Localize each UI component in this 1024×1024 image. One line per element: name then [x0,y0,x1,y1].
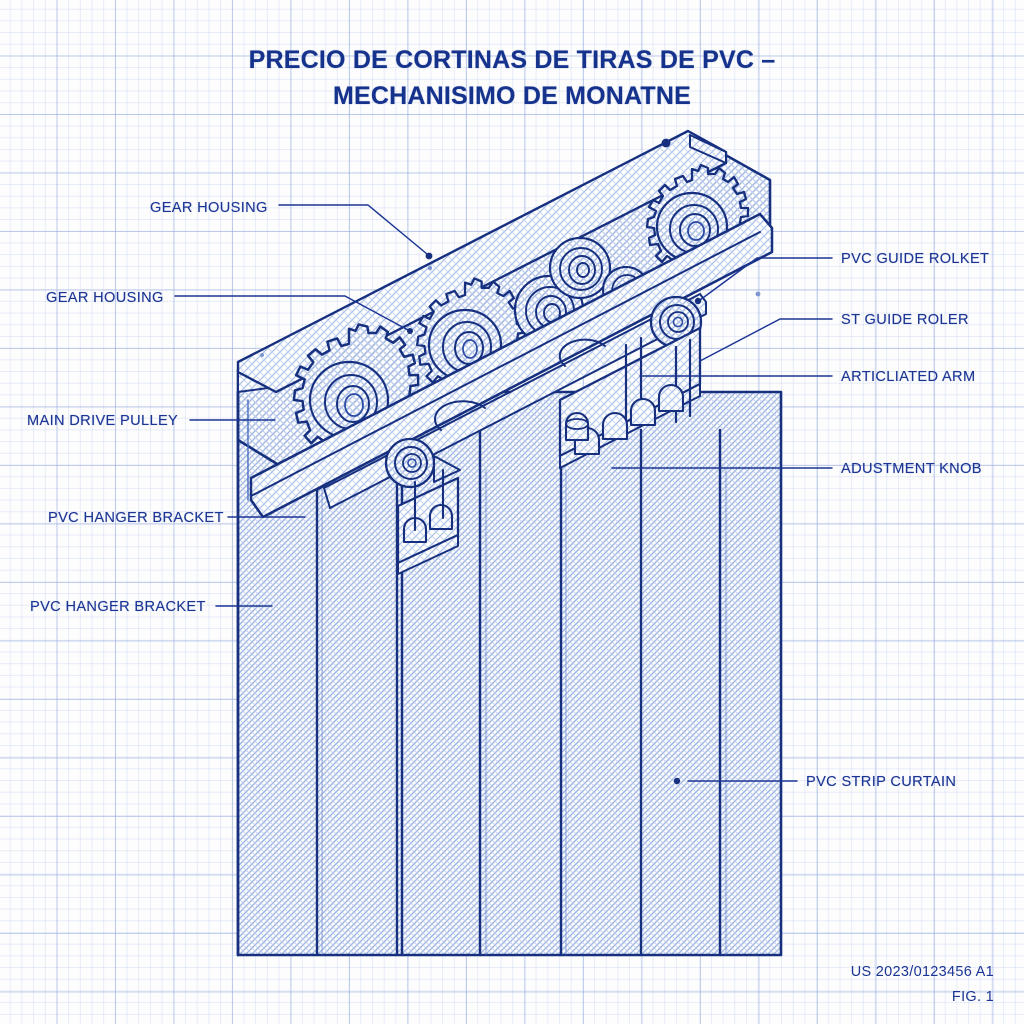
housing-left-edge [236,390,249,957]
label-gear-housing-second: GEAR HOUSING [46,290,164,306]
leader-lines [174,204,833,785]
adjustment-knob [564,412,590,442]
articulated-arm [558,326,702,469]
patent-number: US 2023/0123456 A1 [850,964,994,980]
main-drive-pulley [384,437,436,489]
label-pvc-hanger-bracket-upper: PVC HANGER BRACKET [48,510,224,526]
title-line-1: PRECIO DE CORTINAS DE TIRAS DE PVC – [248,46,776,74]
figure-number: FIG. 1 [951,989,994,1005]
label-pvc-hanger-bracket-lower: PVC HANGER BRACKET [30,599,206,615]
drawing-footer: US 2023/0123456 A1 FIG. 1 [851,960,994,1010]
label-articliated-arm: ARTICLIATED ARM [841,369,976,385]
label-pvc-strip-curtain: PVC STRIP CURTAIN [806,774,957,790]
title-line-2: MECHANISIMO DE MONATNE [332,82,692,110]
label-gear-housing-top: GEAR HOUSING [150,200,268,216]
label-st-guide-roler: ST GUIDE ROLER [841,312,969,328]
label-main-drive-pulley: MAIN DRIVE PULLEY [27,413,179,429]
page-title: PRECIO DE CORTINAS DE TIRAS DE PVC – MEC… [0,42,1024,114]
label-pvc-guide-rolket: PVC GUIDE ROLKET [841,251,990,267]
gear-compound-upper [549,237,611,299]
label-adustment-knob: ADUSTMENT KNOB [841,461,982,477]
pvc-hanger-bracket-left [396,455,461,575]
